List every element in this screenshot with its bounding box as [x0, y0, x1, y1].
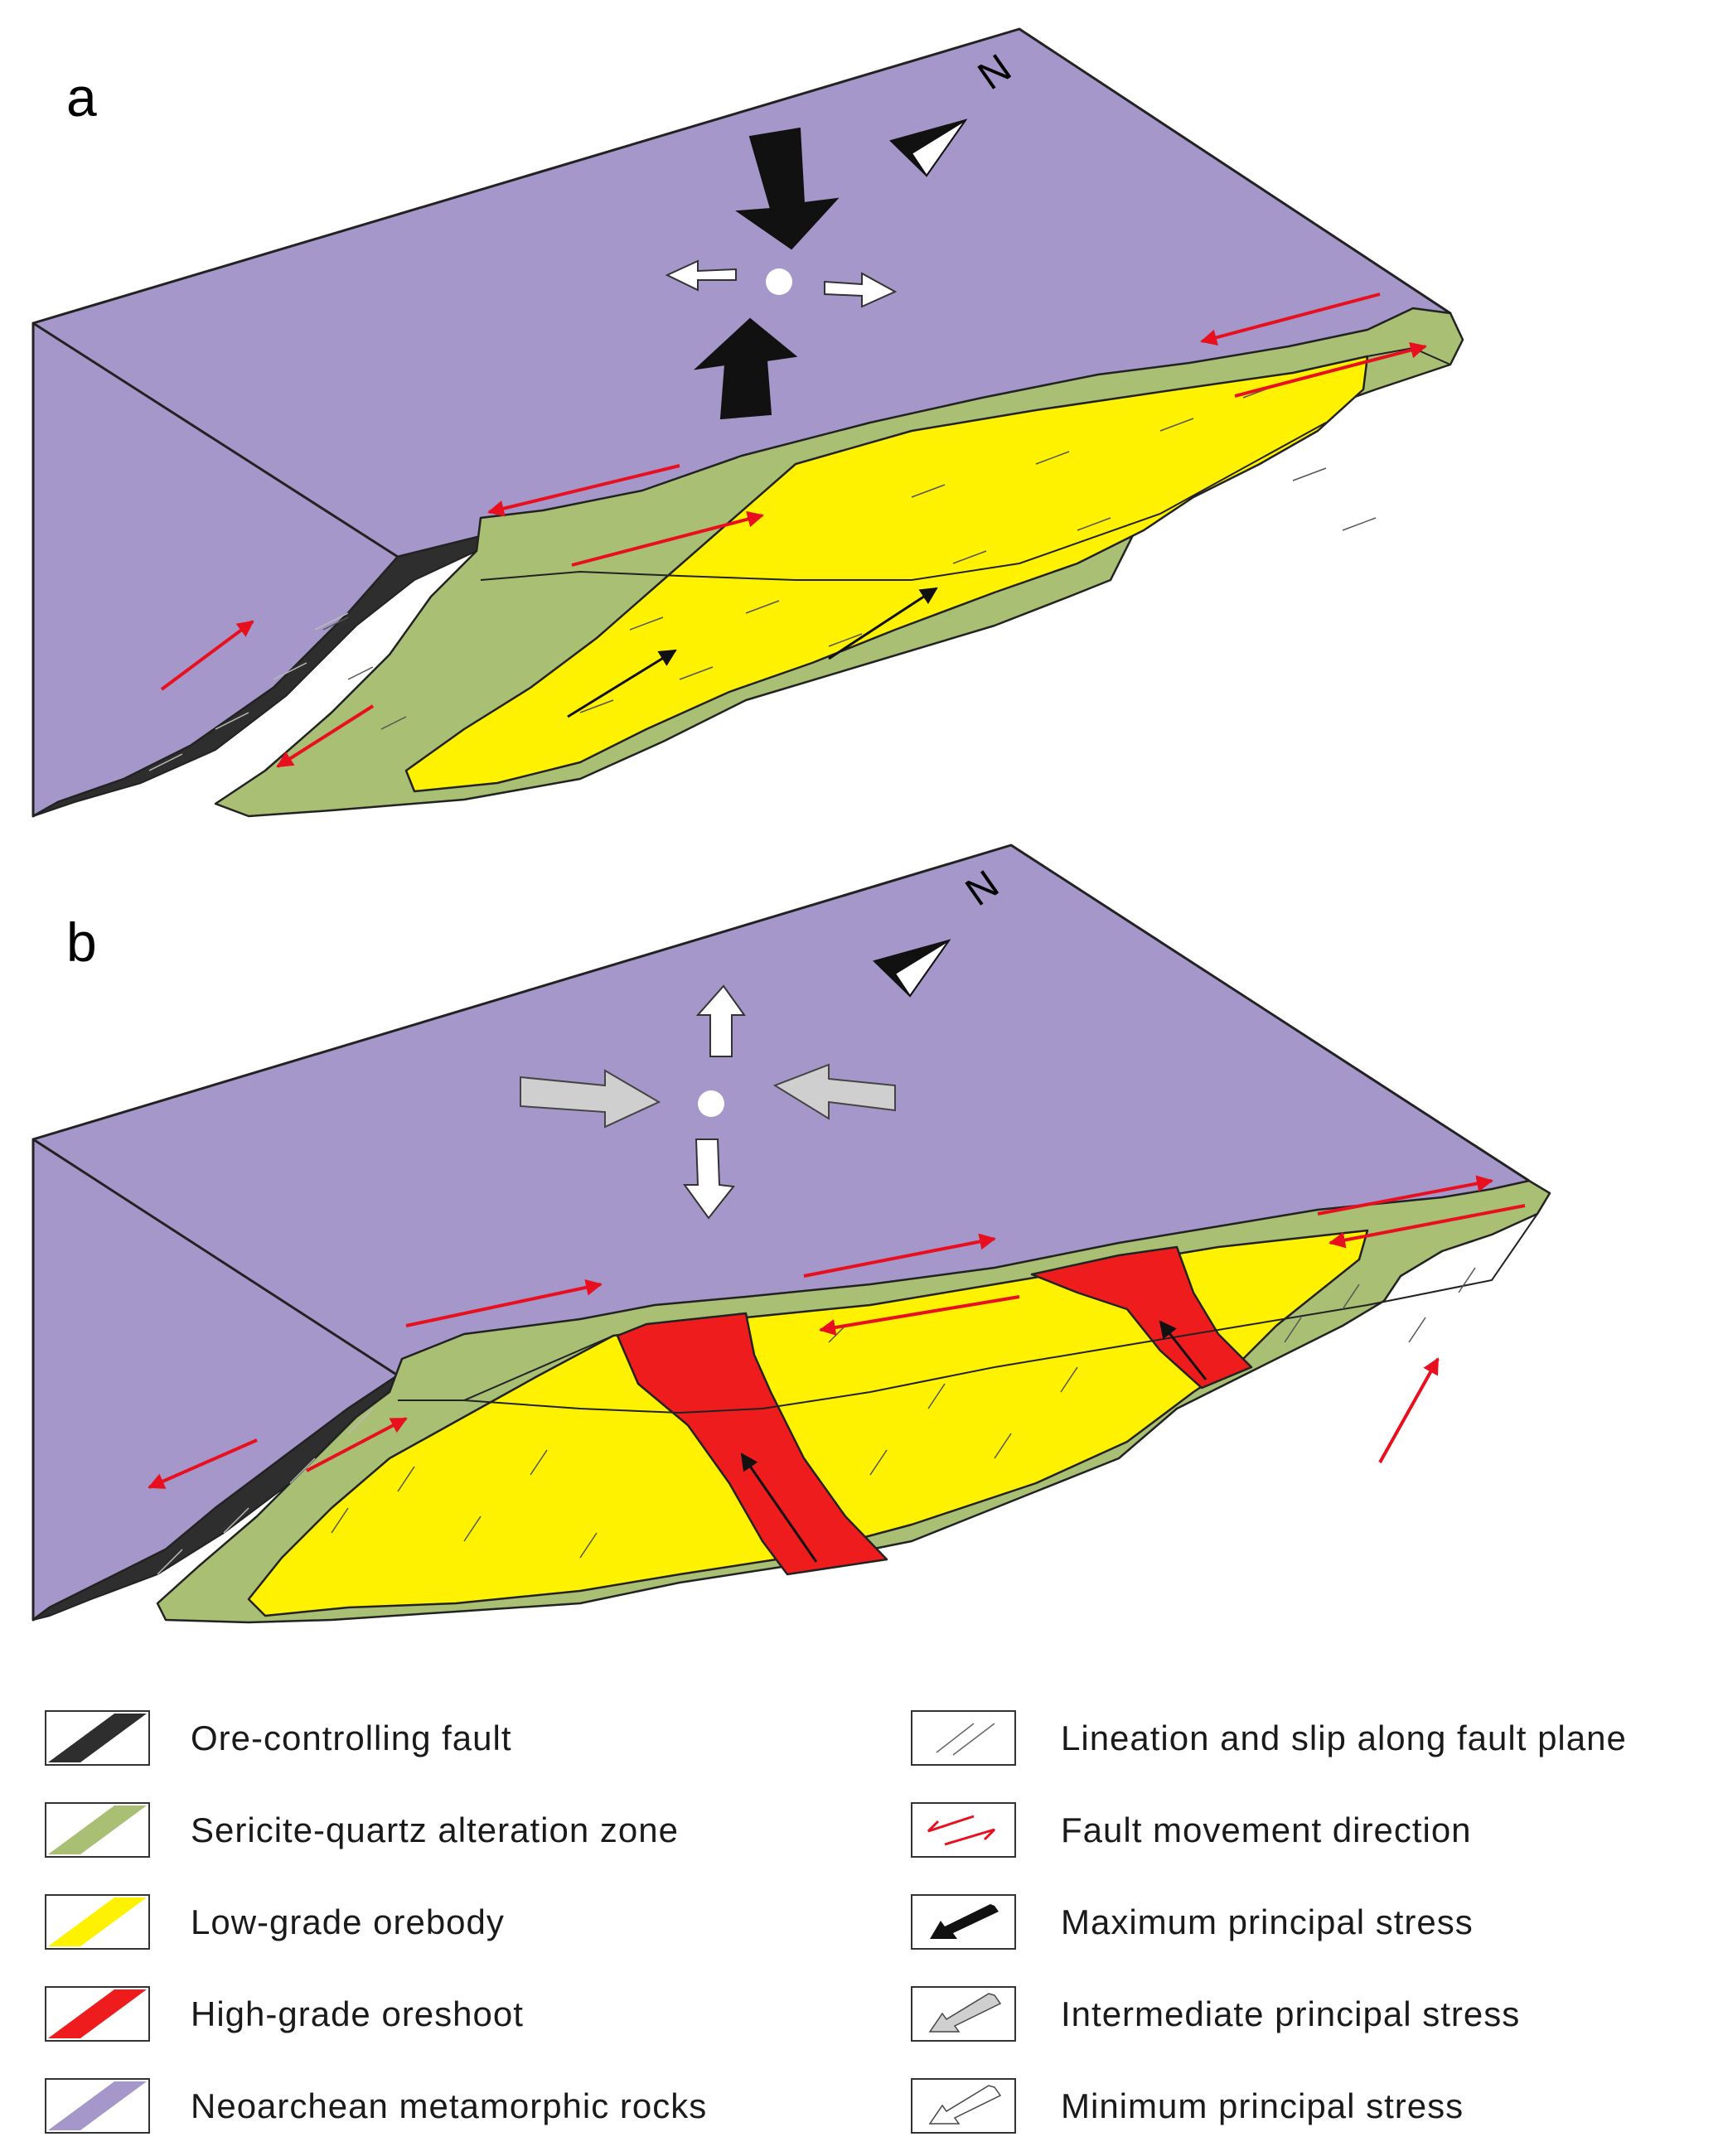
panel-b-low-grade-orebody — [247, 1229, 1369, 1617]
panel-b-high-grade-oreshoot-1 — [616, 1312, 888, 1576]
metamorphic-swatch-icon — [48, 2081, 147, 2130]
low-grade-swatch-icon — [48, 1897, 147, 1946]
panel-a-fault-lineation — [148, 612, 349, 771]
legend: Ore-controlling fault Sericite-quartz al… — [45, 1710, 1627, 2134]
fault-movement-icon — [927, 1815, 996, 1846]
panel-a-slip-arrows — [567, 587, 938, 718]
legend-item-fault-movement: Fault movement direction — [911, 1802, 1472, 1858]
high-grade-swatch-icon — [48, 1989, 147, 2038]
max-stress-arrow-icon — [930, 1904, 999, 1939]
legend-label-max-stress: Maximum principal stress — [1061, 1902, 1474, 1941]
legend-item-lineation: Lineation and slip along fault plane — [911, 1710, 1627, 1766]
min-stress-arrow-icon — [683, 1138, 735, 1220]
max-stress-arrow-icon — [735, 127, 840, 250]
max-stress-arrow-icon — [693, 317, 798, 420]
legend-item-metamorphic: Neoarchean metamorphic rocks — [45, 2078, 707, 2134]
panel-b-label: b — [66, 911, 97, 973]
panel-a-low-grade-orebody — [404, 355, 1369, 793]
legend-item-intermediate-stress: Intermediate principal stress — [911, 1986, 1520, 2042]
panel-a-stress-cross — [665, 127, 898, 420]
legend-label-metamorphic: Neoarchean metamorphic rocks — [191, 2086, 707, 2125]
legend-label-lineation: Lineation and slip along fault plane — [1061, 1719, 1627, 1757]
panel-a-label: a — [66, 66, 97, 128]
intermediate-stress-arrow-icon — [520, 1069, 661, 1129]
intermediate-stress-arrow-icon — [772, 1063, 896, 1120]
min-stress-arrow-icon — [824, 272, 898, 308]
min-stress-arrow-icon — [665, 259, 737, 292]
panel-b-fault-movement-arrows — [148, 1175, 1526, 1489]
alteration-swatch-icon — [48, 1806, 147, 1854]
min-stress-arrow-icon — [695, 984, 746, 1057]
min-stress-arrow-icon — [928, 2085, 1002, 2125]
legend-item-alteration: Sericite-quartz alteration zone — [45, 1802, 679, 1858]
panel-b-stress-cross — [520, 984, 896, 1220]
legend-label-fault: Ore-controlling fault — [191, 1719, 512, 1757]
legend-label-fault-movement: Fault movement direction — [1061, 1810, 1472, 1849]
legend-label-alteration: Sericite-quartz alteration zone — [191, 1810, 679, 1849]
legend-label-intermediate-stress: Intermediate principal stress — [1061, 1994, 1520, 2033]
panel-b-high-grade-oreshoot-2 — [1030, 1245, 1253, 1390]
legend-label-low-grade: Low-grade orebody — [191, 1902, 505, 1941]
panel-a-fault-movement-arrows — [160, 292, 1427, 768]
panel-a-lineation-hatch — [322, 384, 1377, 730]
panel-b-ridge-line — [398, 1335, 614, 1401]
legend-item-high-grade: High-grade oreshoot — [45, 1986, 524, 2042]
panel-b-ridge-line — [463, 1213, 1538, 1414]
legend-item-max-stress: Maximum principal stress — [911, 1894, 1474, 1950]
lineation-icon — [936, 1723, 995, 1756]
panel-b-slip-arrows — [740, 1320, 1208, 1563]
legend-label-high-grade: High-grade oreshoot — [191, 1994, 524, 2033]
panel-a-ridge-line — [480, 422, 1327, 581]
intermediate-stress-arrow-icon — [928, 1993, 1002, 2033]
panel-b: b — [31, 844, 1551, 1624]
stress-center-icon — [766, 268, 792, 295]
stress-center-icon — [698, 1090, 724, 1117]
panel-b-lineation-hatch — [331, 1267, 1476, 1559]
fault-swatch-icon — [48, 1714, 147, 1762]
legend-label-min-stress: Minimum principal stress — [1061, 2086, 1464, 2125]
panel-b-fault-lineation — [157, 1408, 374, 1575]
legend-item-min-stress: Minimum principal stress — [911, 2078, 1464, 2134]
legend-item-low-grade: Low-grade orebody — [45, 1894, 505, 1950]
legend-item-fault: Ore-controlling fault — [45, 1710, 512, 1766]
panel-a: a — [31, 27, 1464, 818]
